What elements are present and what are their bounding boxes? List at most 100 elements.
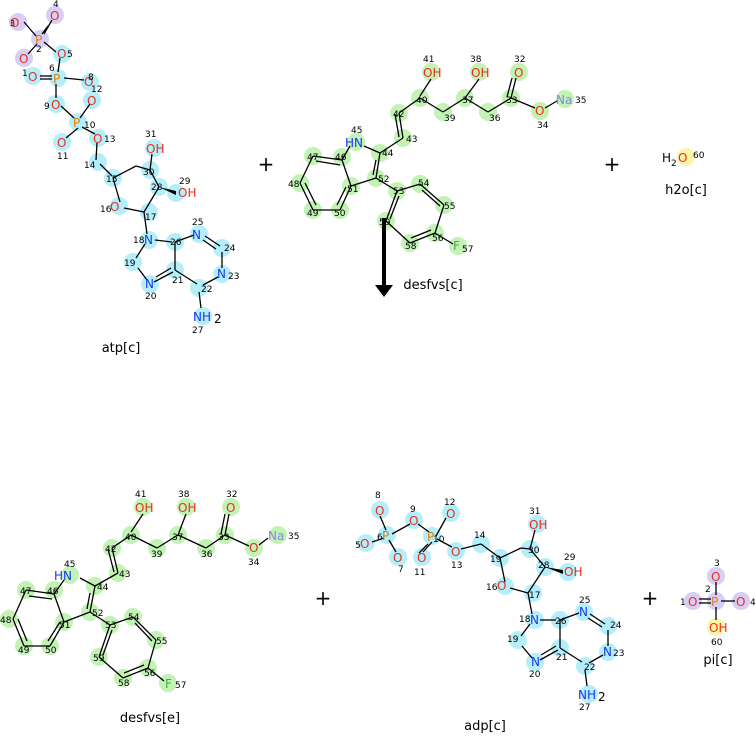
svg-text:O: O <box>375 504 384 518</box>
svg-text:17: 17 <box>529 591 540 601</box>
svg-text:HN: HN <box>54 569 72 583</box>
svg-text:31: 31 <box>145 130 156 140</box>
svg-text:5: 5 <box>67 50 73 60</box>
svg-text:48: 48 <box>288 180 300 190</box>
svg-text:18: 18 <box>133 236 145 246</box>
atp-highlights <box>9 6 231 325</box>
svg-text:O: O <box>28 70 37 84</box>
svg-text:N: N <box>144 233 153 247</box>
svg-text:O: O <box>84 75 93 89</box>
svg-text:24: 24 <box>224 244 236 254</box>
svg-text:12: 12 <box>91 85 102 95</box>
svg-text:50: 50 <box>334 209 346 219</box>
svg-text:49: 49 <box>18 646 30 656</box>
desfvs-c-atom-numbers: 32 33 34 35 36 37 38 39 40 41 42 43 44 4… <box>288 55 586 255</box>
adp-bonds <box>371 515 609 687</box>
svg-text:27: 27 <box>192 326 203 336</box>
desfvs-e-atom-labels: OH OH O O Na HN F <box>54 501 284 691</box>
svg-text:28: 28 <box>538 561 550 571</box>
svg-text:2: 2 <box>671 159 677 169</box>
svg-text:OH: OH <box>709 621 727 635</box>
plus-sign-1: + <box>258 152 275 176</box>
svg-text:44: 44 <box>382 149 394 159</box>
svg-text:O: O <box>446 507 455 521</box>
svg-text:16: 16 <box>486 583 498 593</box>
svg-text:37: 37 <box>462 96 473 106</box>
svg-text:41: 41 <box>423 55 434 65</box>
svg-text:46: 46 <box>47 587 59 597</box>
svg-text:39: 39 <box>151 550 163 560</box>
adp-c-label: adp[c] <box>464 719 506 733</box>
svg-text:41: 41 <box>135 490 146 500</box>
svg-text:58: 58 <box>405 242 417 252</box>
desfvs-c-label: desfvs[c] <box>403 278 462 293</box>
svg-text:OH: OH <box>564 565 582 579</box>
svg-text:18: 18 <box>519 615 531 625</box>
svg-text:35: 35 <box>288 532 299 542</box>
svg-text:56: 56 <box>432 234 444 244</box>
svg-text:O: O <box>393 551 402 565</box>
svg-text:24: 24 <box>610 621 622 631</box>
svg-text:19: 19 <box>124 259 136 269</box>
adp-c-molecule: O O P O O P O O O O OH OH N N N N NH 2 5… <box>355 491 624 713</box>
svg-text:O: O <box>360 537 369 551</box>
desfvs-c-atom-labels: OH OH O O Na HN F <box>345 66 572 253</box>
svg-text:O: O <box>417 551 426 565</box>
svg-text:O: O <box>93 132 102 146</box>
svg-text:54: 54 <box>128 613 140 623</box>
svg-text:14: 14 <box>84 161 96 171</box>
svg-text:O: O <box>19 52 28 66</box>
svg-text:26: 26 <box>170 238 182 248</box>
h2o-atom-number: 60 <box>693 151 705 161</box>
adp-highlights <box>357 501 617 703</box>
desfvs-c-bonds <box>299 77 558 245</box>
svg-text:2: 2 <box>214 312 222 326</box>
svg-text:22: 22 <box>201 285 212 295</box>
svg-text:OH: OH <box>471 66 489 80</box>
svg-text:4: 4 <box>53 0 59 10</box>
svg-text:57: 57 <box>462 245 473 255</box>
svg-text:36: 36 <box>489 114 501 124</box>
svg-text:O: O <box>249 541 258 555</box>
atp-bonds <box>23 19 223 309</box>
svg-text:O: O <box>451 545 460 559</box>
svg-text:53: 53 <box>105 621 116 631</box>
svg-text:47: 47 <box>20 587 31 597</box>
svg-text:26: 26 <box>555 617 567 627</box>
atp-c-molecule: O O P O O P O O O O P O O O OH OH N N N … <box>9 0 239 336</box>
svg-text:8: 8 <box>88 73 94 83</box>
svg-text:21: 21 <box>556 653 567 663</box>
svg-text:NH: NH <box>193 310 211 324</box>
svg-text:2: 2 <box>598 690 606 704</box>
svg-text:34: 34 <box>248 558 260 568</box>
svg-text:27: 27 <box>579 703 590 713</box>
svg-text:51: 51 <box>347 185 358 195</box>
svg-text:25: 25 <box>192 218 203 228</box>
svg-text:10: 10 <box>433 535 445 545</box>
svg-text:N: N <box>192 228 201 242</box>
svg-text:P: P <box>711 595 718 609</box>
svg-text:55: 55 <box>444 202 455 212</box>
svg-text:P: P <box>73 116 80 130</box>
desfvs-e-label: desfvs[e] <box>120 711 180 726</box>
svg-text:58: 58 <box>118 679 130 689</box>
plus-sign-4: + <box>642 586 659 610</box>
adp-wedge-28 <box>545 567 563 574</box>
svg-text:17: 17 <box>145 213 156 223</box>
svg-text:P: P <box>382 529 389 543</box>
svg-text:39: 39 <box>444 114 456 124</box>
svg-text:40: 40 <box>416 96 428 106</box>
svg-text:42: 42 <box>393 110 404 120</box>
svg-text:32: 32 <box>226 490 237 500</box>
svg-text:20: 20 <box>529 670 541 680</box>
svg-text:3: 3 <box>10 19 15 28</box>
svg-text:20: 20 <box>145 292 157 302</box>
svg-text:55: 55 <box>156 637 167 647</box>
svg-text:25: 25 <box>579 596 590 606</box>
svg-text:37: 37 <box>172 533 183 543</box>
svg-text:O: O <box>688 595 697 609</box>
svg-text:30: 30 <box>143 168 155 178</box>
svg-text:N: N <box>531 655 540 669</box>
svg-text:O: O <box>51 98 60 112</box>
